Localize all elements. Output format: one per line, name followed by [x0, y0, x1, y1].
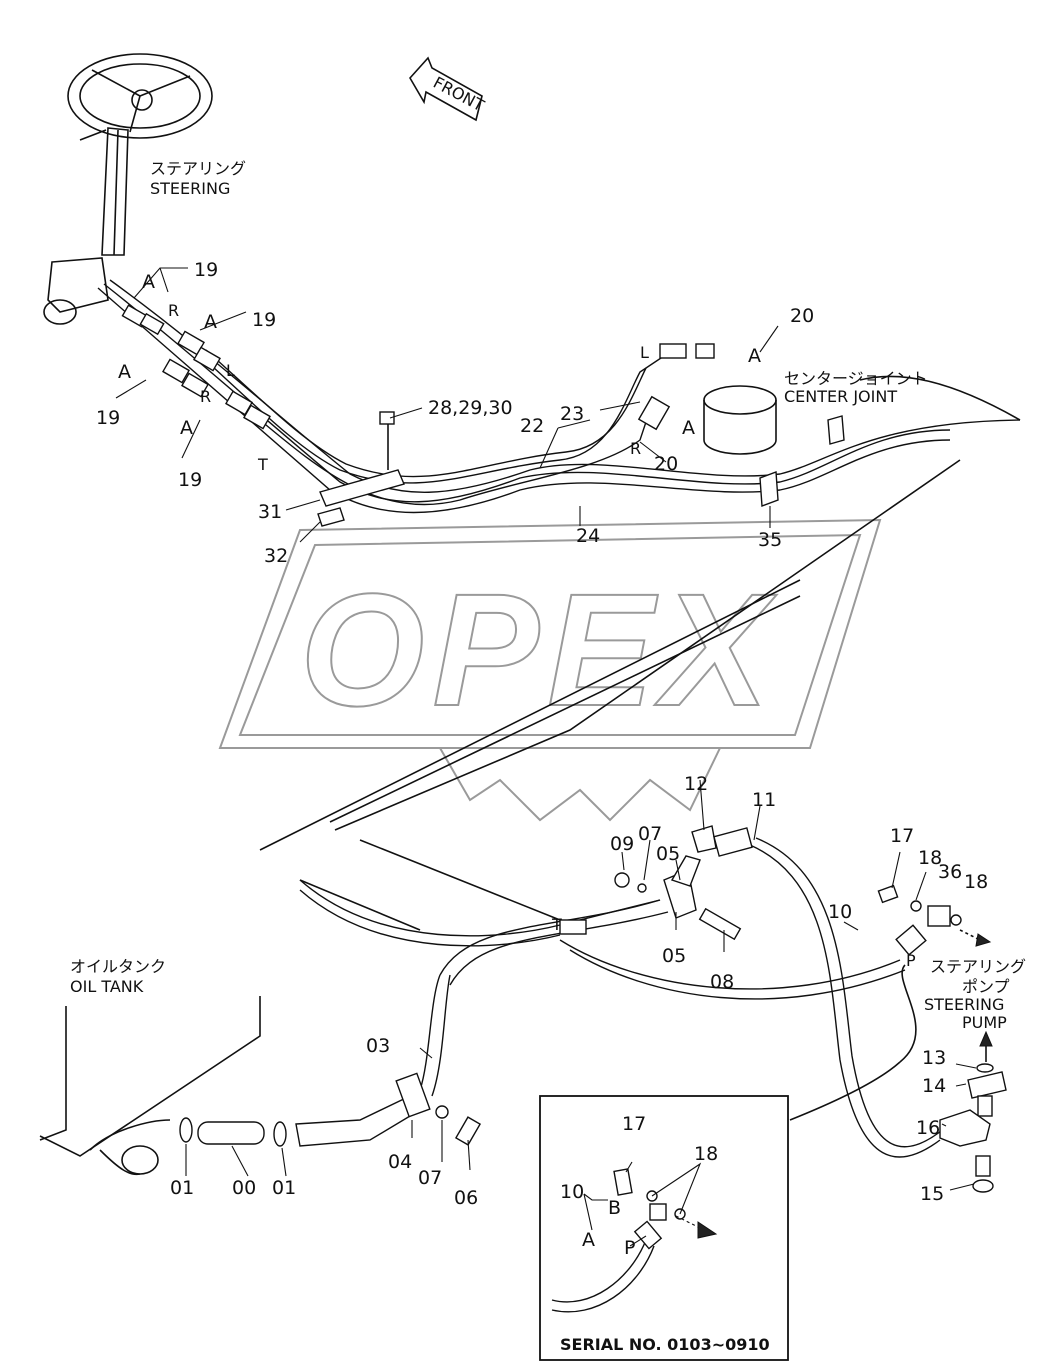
hose-clamps — [317, 411, 845, 527]
steering-fittings — [121, 304, 715, 431]
steering-pump-label: ステアリング ポンプ STEERING PUMP — [924, 957, 1026, 1032]
callout-00: 00 — [232, 1177, 256, 1199]
pump-hoses — [299, 837, 946, 1158]
port-a-6: A — [682, 417, 695, 439]
callout-22: 22 — [520, 415, 544, 437]
port-r-3: R — [630, 439, 641, 458]
callout-32: 32 — [264, 545, 288, 567]
steering-pump-jp-2: ポンプ — [962, 977, 1010, 996]
callout-19-c: 19 — [96, 407, 120, 429]
callout-10: 10 — [828, 901, 852, 923]
callout-24: 24 — [576, 525, 600, 547]
steering-label-jp: ステアリング — [150, 159, 246, 178]
steering-pump-en-2: PUMP — [962, 1013, 1007, 1032]
callout-13: 13 — [922, 1047, 946, 1069]
inset-serial: SERIAL NO. 0103~0910 — [560, 1335, 770, 1354]
serial-inset: 17 18 10 B A P SERIAL NO. 0103~0910 — [539, 1095, 789, 1361]
port-a-1: A — [142, 271, 155, 293]
port-l-1: L — [226, 361, 235, 380]
callout-07-b: 07 — [418, 1167, 442, 1189]
steering-pump-jp-1: ステアリング — [930, 957, 1026, 976]
port-letters: A A A A A A R R R L L T T P — [118, 271, 916, 970]
port-a-3: A — [118, 361, 131, 383]
callout-31: 31 — [258, 501, 282, 523]
callout-35: 35 — [758, 529, 782, 551]
leader-lines — [115, 267, 977, 1191]
inset-port-b: B — [608, 1197, 621, 1219]
port-p: P — [906, 951, 916, 970]
inset-callout-10: 10 — [560, 1181, 584, 1203]
port-r-1: R — [168, 301, 179, 320]
watermark-text: OPEX — [300, 560, 777, 739]
inset-port-p: P — [624, 1237, 635, 1259]
port-r-2: R — [200, 387, 211, 406]
port-a-2: A — [204, 311, 217, 333]
callout-20-a: 20 — [790, 305, 814, 327]
callout-01-a: 01 — [170, 1177, 194, 1199]
callout-05-a: 05 — [656, 843, 680, 865]
callout-11: 11 — [752, 789, 776, 811]
callout-17: 17 — [890, 825, 914, 847]
steering-label-en: STEERING — [150, 179, 230, 198]
front-label: FRONT — [430, 73, 487, 116]
inset-callout-17: 17 — [622, 1113, 646, 1135]
oil-tank — [39, 996, 261, 1176]
center-joint — [703, 375, 1021, 455]
callout-08: 08 — [710, 971, 734, 993]
callout-36: 36 — [938, 861, 962, 883]
callout-05-b: 05 — [662, 945, 686, 967]
center-joint-label-jp: センタージョイント — [784, 369, 928, 388]
suction-parts — [179, 1072, 482, 1147]
part-numbers: 19 19 19 19 20 20 28,29,30 23 22 24 35 3… — [96, 259, 988, 1209]
callout-18-a: 18 — [918, 847, 942, 869]
callout-15: 15 — [920, 1183, 944, 1205]
opex-watermark: OPEX — [218, 518, 882, 822]
steering-wheel-assembly — [43, 53, 213, 325]
callout-19-b: 19 — [252, 309, 276, 331]
upper-pump-fittings — [559, 825, 992, 956]
callout-19-d: 19 — [178, 469, 202, 491]
callout-18-b: 18 — [964, 871, 988, 893]
callout-19-a: 19 — [194, 259, 218, 281]
callout-12: 12 — [684, 773, 708, 795]
port-t-2: T — [551, 915, 562, 934]
center-joint-label-en: CENTER JOINT — [784, 387, 897, 406]
callout-20-b: 20 — [654, 453, 678, 475]
port-l-2: L — [640, 343, 649, 362]
callout-04: 04 — [388, 1151, 412, 1173]
callout-14: 14 — [922, 1075, 946, 1097]
callout-03: 03 — [366, 1035, 390, 1057]
steering-pump-en-1: STEERING — [924, 995, 1004, 1014]
inset-port-a: A — [582, 1229, 595, 1251]
callout-16: 16 — [916, 1117, 940, 1139]
callout-01-b: 01 — [272, 1177, 296, 1199]
port-a-4: A — [180, 417, 193, 439]
callout-06: 06 — [454, 1187, 478, 1209]
callout-07-a: 07 — [638, 823, 662, 845]
frame-outline — [259, 459, 961, 931]
oil-tank-label-jp: オイルタンク — [70, 957, 166, 976]
port-a-5: A — [748, 345, 761, 367]
oil-tank-label-en: OIL TANK — [70, 977, 144, 996]
pump-parts — [939, 1030, 1007, 1193]
front-arrow-icon: FRONT — [409, 56, 488, 122]
callout-09: 09 — [610, 833, 634, 855]
port-t-1: T — [257, 455, 268, 474]
callout-28-29-30: 28,29,30 — [428, 397, 513, 419]
callout-23: 23 — [560, 403, 584, 425]
inset-callout-18: 18 — [694, 1143, 718, 1165]
